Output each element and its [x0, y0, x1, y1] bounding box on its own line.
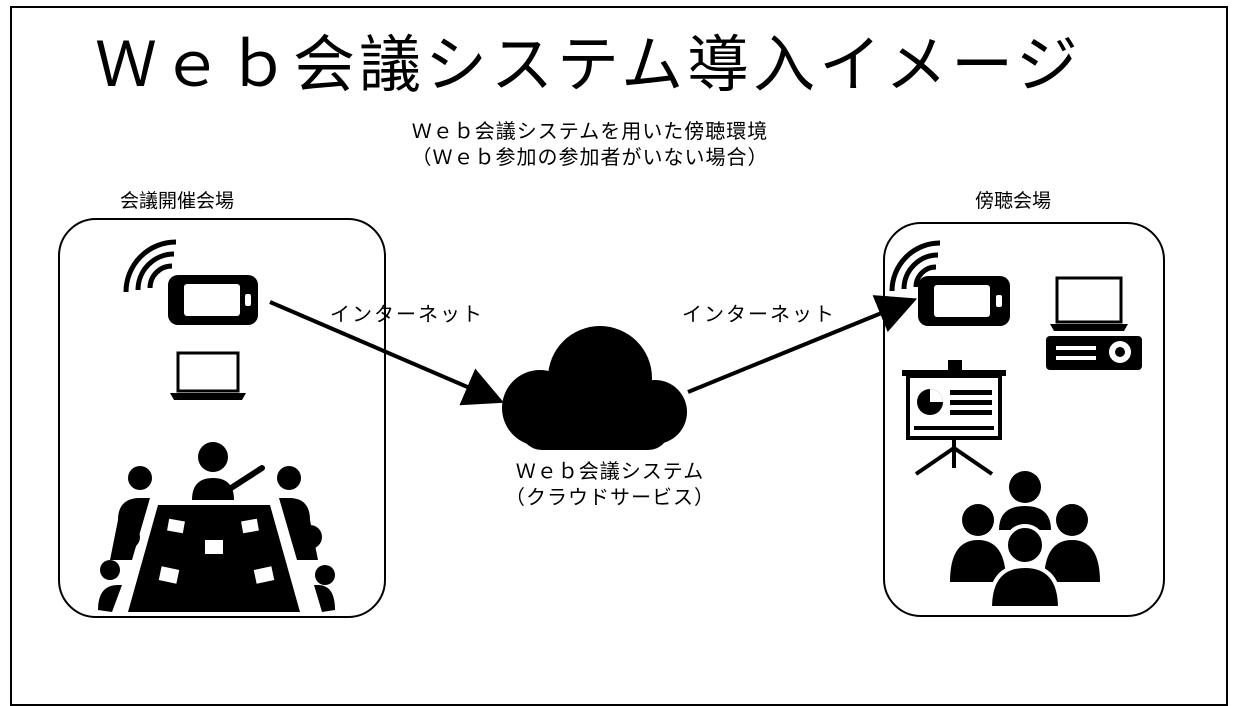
projector-icon — [1046, 276, 1142, 370]
audience-icon — [950, 471, 1100, 610]
cloud-icon — [502, 326, 687, 450]
subtitle-line-2: （Ｗｅｂ参加の参加者がいない場合） — [411, 145, 769, 169]
wireless-tablet-icon-right — [889, 240, 1010, 326]
right-venue-label: 傍聴会場 — [975, 190, 1052, 212]
cloud-caption: Ｗｅｂ会議システム （クラウドサービス） — [470, 458, 750, 510]
subtitle-line-1: Ｗｅｂ会議システムを用いた傍聴環境 — [411, 119, 769, 143]
conference-table-icon — [98, 442, 335, 612]
cloud-caption-line-2: （クラウドサービス） — [505, 485, 715, 509]
left-internet-arrow — [269, 300, 505, 406]
presentation-board-icon — [902, 360, 1006, 476]
diagram-subtitle: Ｗｅｂ会議システムを用いた傍聴環境 （Ｗｅｂ参加の参加者がいない場合） — [380, 118, 800, 170]
left-venue-panel — [58, 218, 386, 618]
right-internet-arrow — [687, 295, 918, 394]
right-internet-label: インターネット — [682, 302, 836, 326]
right-venue-panel — [883, 222, 1165, 617]
cloud-caption-line-1: Ｗｅｂ会議システム — [515, 459, 705, 483]
left-venue-label: 会議開催会場 — [120, 190, 235, 212]
laptop-icon-left — [170, 351, 246, 400]
page-title: Ｗｅｂ会議システム導入イメージ — [95, 28, 1082, 101]
wireless-tablet-icon-left — [123, 239, 258, 325]
left-internet-label: インターネット — [330, 302, 484, 326]
